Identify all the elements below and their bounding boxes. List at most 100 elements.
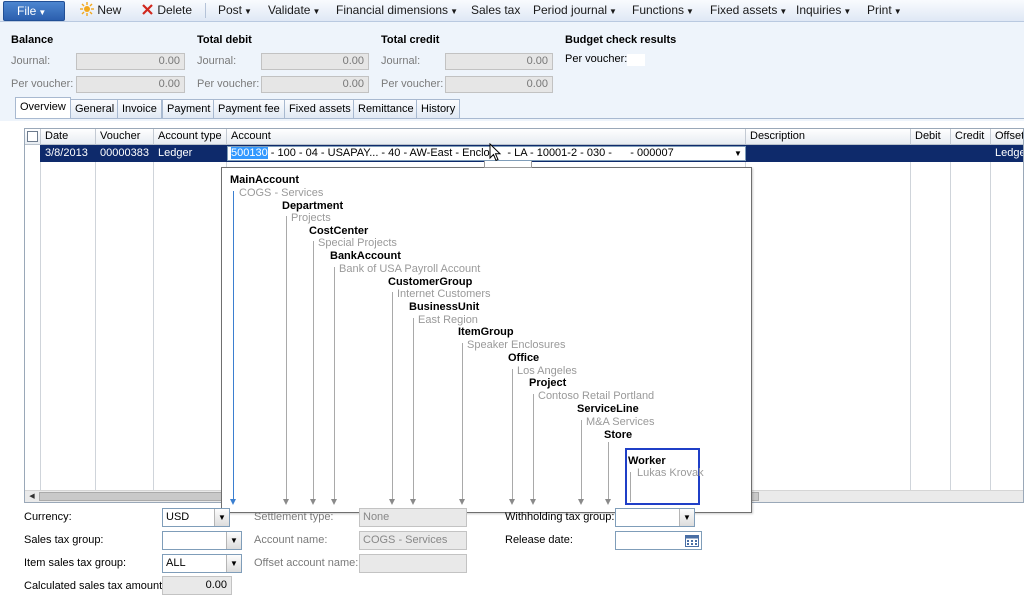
guide-line-mainaccount xyxy=(233,191,234,499)
chevron-down-icon: ▼ xyxy=(893,7,902,16)
chevron-down-icon: ▼ xyxy=(686,7,694,16)
post-menu[interactable]: Post▼ xyxy=(218,0,252,21)
new-label: New xyxy=(97,3,122,17)
tab-overview[interactable]: Overview xyxy=(15,97,71,118)
tab-invoice[interactable]: Invoice xyxy=(117,99,162,118)
header-description[interactable]: Description xyxy=(746,129,911,145)
withholding-tax-group-label: Withholding tax group: xyxy=(505,511,615,523)
budget-voucher-label: Per voucher: xyxy=(565,53,628,65)
chevron-down-icon[interactable]: ▼ xyxy=(679,509,694,526)
guide-line-worker xyxy=(630,472,631,502)
file-label: File xyxy=(17,4,37,18)
tab-remittance[interactable]: Remittance xyxy=(353,99,419,118)
guide-line-bankaccount xyxy=(334,267,335,499)
post-label: Post xyxy=(218,3,243,17)
chevron-down-icon[interactable]: ▼ xyxy=(214,509,229,526)
guide-line-department xyxy=(286,216,287,499)
cell-offset[interactable]: Ledger xyxy=(995,147,1023,159)
tab-payment[interactable]: Payment xyxy=(162,99,216,118)
fixed-assets-menu[interactable]: Fixed assets▼ xyxy=(710,0,787,21)
cell-voucher[interactable]: 00000383 xyxy=(100,147,149,159)
delete-button[interactable]: Delete xyxy=(141,0,192,21)
header-debit[interactable]: Debit xyxy=(911,129,951,145)
tab-history[interactable]: History xyxy=(416,99,461,118)
currency-label: Currency: xyxy=(24,511,72,523)
settlement-type-label: Settlement type: xyxy=(254,511,334,523)
chevron-down-icon: ▼ xyxy=(843,7,852,16)
financial-dimensions-menu[interactable]: Financial dimensions▼ xyxy=(336,0,458,21)
arrow-down-icon xyxy=(605,499,611,505)
sales-tax-group-select[interactable]: ▼ xyxy=(162,531,242,550)
guide-line-store xyxy=(608,442,609,499)
calc-sales-tax-label: Calculated sales tax amount: xyxy=(24,580,166,592)
sales-tax-button[interactable]: Sales tax xyxy=(471,0,520,21)
select-all-checkbox[interactable] xyxy=(27,131,38,142)
header-date[interactable]: Date xyxy=(41,129,96,145)
scroll-left-icon[interactable]: ◀ xyxy=(29,493,35,500)
arrow-down-icon xyxy=(283,499,289,505)
red-x-delete-icon xyxy=(142,4,153,15)
account-remaining-segments: - 100 - 04 - USAPAY... - 40 - AW-East - … xyxy=(267,147,674,159)
functions-menu[interactable]: Functions▼ xyxy=(632,0,694,21)
calendar-icon[interactable] xyxy=(685,534,699,547)
release-date-input[interactable] xyxy=(615,531,702,550)
offset-account-name-label: Offset account name: xyxy=(254,557,359,569)
arrow-down-icon xyxy=(310,499,316,505)
segment-value-project: Contoso Retail Portland xyxy=(538,390,655,402)
chevron-down-icon[interactable]: ▼ xyxy=(226,532,241,549)
period-journal-menu[interactable]: Period journal▼ xyxy=(533,0,617,21)
header-account-type[interactable]: Account type xyxy=(154,129,227,145)
tab-general[interactable]: General xyxy=(70,99,120,118)
guide-line-costcenter xyxy=(313,241,314,499)
arrow-down-icon xyxy=(410,499,416,505)
header-account[interactable]: Account xyxy=(227,129,746,145)
inquiries-menu[interactable]: Inquiries▼ xyxy=(796,0,851,21)
financial-dimensions-label: Financial dimensions xyxy=(336,3,449,17)
cell-account-type[interactable]: Ledger xyxy=(158,147,193,159)
calc-sales-tax-value: 0.00 xyxy=(162,576,232,595)
column-divider xyxy=(910,145,911,490)
item-sales-tax-group-label: Item sales tax group: xyxy=(24,557,127,569)
budget-voucher-value xyxy=(627,54,645,66)
header-offset[interactable]: Offset xyxy=(991,129,1023,145)
offset-account-name-value xyxy=(359,554,467,573)
segment-name-costcenter: CostCenter xyxy=(309,225,369,237)
segment-value-office: Los Angeles xyxy=(517,365,577,377)
tab-fixed-assets[interactable]: Fixed assets xyxy=(284,99,356,118)
guide-line-project xyxy=(533,394,534,499)
fixed-assets-label: Fixed assets xyxy=(710,3,778,17)
print-menu[interactable]: Print▼ xyxy=(867,0,902,21)
worker-segment-highlight[interactable]: Worker Lukas Krovak xyxy=(625,448,704,505)
tab-payment-fee[interactable]: Payment fee xyxy=(213,99,285,118)
debit-journal-value: 0.00 xyxy=(261,53,369,70)
delete-label: Delete xyxy=(157,3,193,17)
segment-name-customergroup: CustomerGroup xyxy=(388,276,473,288)
balance-journal-value: 0.00 xyxy=(76,53,185,70)
withholding-tax-group-select[interactable]: ▼ xyxy=(615,508,695,527)
guide-line-businessunit xyxy=(413,318,414,499)
account-segment-input[interactable]: 500130 - 100 - 04 - USAPAY... - 40 - AW-… xyxy=(227,146,746,161)
chevron-down-icon[interactable]: ▼ xyxy=(734,149,742,158)
print-label: Print xyxy=(867,3,892,17)
cell-date[interactable]: 3/8/2013 xyxy=(45,147,88,159)
tab-strip-border xyxy=(15,118,1024,119)
segment-name-project: Project xyxy=(529,377,567,389)
validate-menu[interactable]: Validate▼ xyxy=(268,0,320,21)
header-credit[interactable]: Credit xyxy=(951,129,991,145)
segment-name-department: Department xyxy=(282,200,344,212)
item-sales-tax-group-select[interactable]: ALL▼ xyxy=(162,554,242,573)
arrow-down-icon xyxy=(230,499,236,505)
sales-tax-group-label: Sales tax group: xyxy=(24,534,104,546)
action-pane-toolbar: File▼ New Delete Post▼ Validate▼ Financi… xyxy=(0,0,1024,22)
new-button[interactable]: New xyxy=(80,0,121,21)
guide-line-itemgroup xyxy=(462,343,463,499)
chevron-down-icon: ▼ xyxy=(244,7,252,16)
segment-name-store: Store xyxy=(604,429,633,441)
column-divider xyxy=(95,145,96,490)
account-selected-segment: 500130 xyxy=(231,147,268,159)
file-menu-button[interactable]: File▼ xyxy=(3,1,65,21)
chevron-down-icon: ▼ xyxy=(779,7,788,16)
chevron-down-icon[interactable]: ▼ xyxy=(226,555,241,572)
currency-select[interactable]: USD▼ xyxy=(162,508,230,527)
header-voucher[interactable]: Voucher xyxy=(96,129,154,145)
